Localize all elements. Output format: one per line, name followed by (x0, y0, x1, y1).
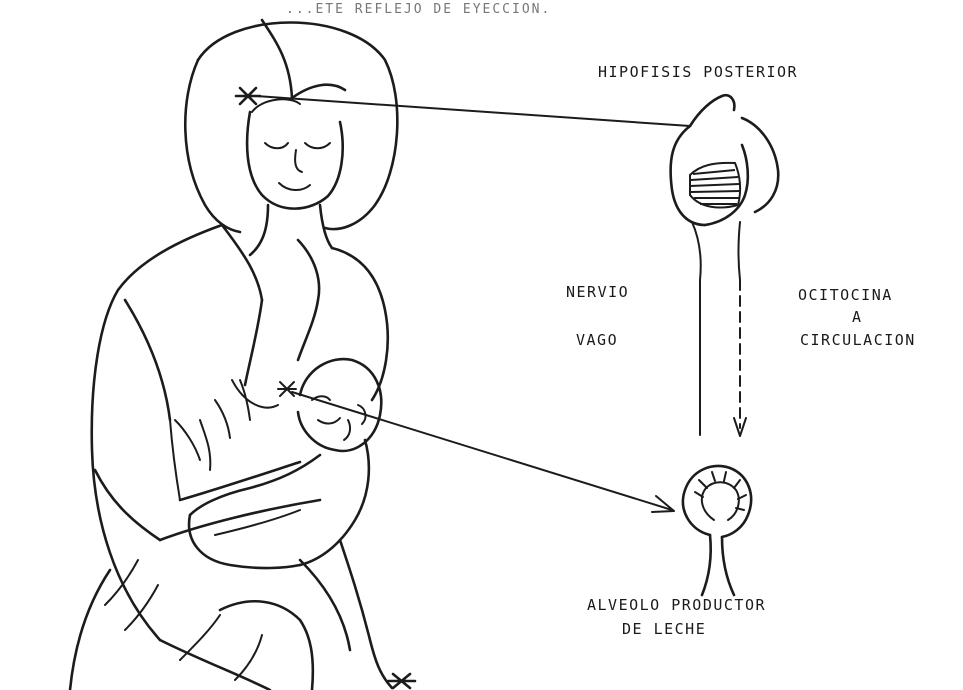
label-alveolus-line2: DE LECHE (622, 622, 706, 637)
milk-alveolus (683, 466, 751, 595)
mother-body (70, 225, 392, 690)
mother-head (185, 20, 397, 255)
pituitary-gland (671, 95, 779, 280)
stimulus-marker-lap (388, 674, 415, 688)
label-nerve-line1: NERVIO (566, 285, 629, 300)
label-hormone-line3: CIRCULACION (800, 333, 916, 348)
arrow-brain-to-pituitary (256, 96, 690, 126)
label-alveolus-line1: ALVEOLO PRODUCTOR (587, 598, 766, 613)
label-posterior-pituitary: HIPOFISIS POSTERIOR (598, 65, 798, 80)
label-hormone-line1: OCITOCINA (798, 288, 893, 303)
label-hormone-line2: A (852, 310, 863, 325)
stimulus-marker-nipple (278, 382, 296, 396)
label-nerve-line2: VAGO (576, 333, 618, 348)
